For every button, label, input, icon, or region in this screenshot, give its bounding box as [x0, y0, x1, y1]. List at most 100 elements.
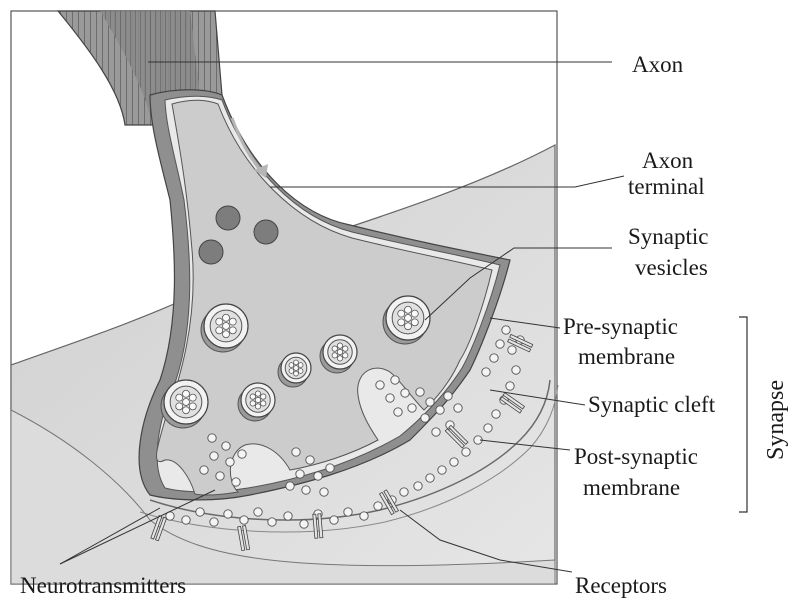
neurotransmitter	[450, 458, 458, 466]
label-pre-synaptic-1: Pre-synaptic	[563, 314, 678, 339]
neurotransmitter	[284, 512, 292, 520]
neurotransmitter	[398, 310, 405, 317]
label-synaptic-cleft: Synaptic cleft	[588, 392, 716, 417]
neurotransmitter	[210, 518, 218, 526]
neurotransmitter	[223, 323, 230, 330]
neurotransmitter	[508, 346, 516, 354]
neurotransmitter	[294, 366, 299, 371]
neurotransmitter	[326, 464, 334, 472]
neurotransmitter	[438, 466, 446, 474]
neurotransmitter	[238, 450, 246, 458]
neurotransmitter	[394, 408, 402, 416]
neurotransmitter	[176, 394, 183, 401]
label-post-synaptic-1: Post-synaptic	[574, 444, 698, 469]
neurotransmitter	[286, 482, 294, 490]
label-axon-terminal-2: terminal	[628, 174, 705, 199]
neurotransmitter	[222, 442, 230, 450]
neurotransmitter	[398, 319, 405, 326]
neurotransmitter	[189, 394, 196, 401]
neurotransmitter	[484, 424, 492, 432]
neurotransmitter	[376, 381, 384, 389]
neurotransmitter	[183, 407, 190, 414]
neurotransmitter	[268, 518, 276, 526]
neurotransmitter	[416, 388, 424, 396]
neurotransmitter	[229, 327, 236, 334]
neurotransmitter	[314, 472, 322, 480]
neurotransmitter	[374, 502, 382, 510]
neurotransmitter	[208, 434, 216, 442]
neurotransmitter	[462, 448, 470, 456]
neurotransmitter	[436, 406, 444, 414]
neurotransmitter	[255, 391, 260, 396]
neurotransmitter	[332, 353, 337, 358]
neurotransmitter	[182, 516, 190, 524]
neurotransmitter	[386, 394, 394, 402]
neurotransmitter	[226, 458, 234, 466]
neurotransmitter	[411, 310, 418, 317]
neurotransmitter	[360, 512, 368, 520]
neurotransmitter	[294, 360, 299, 365]
neurotransmitter	[490, 354, 498, 362]
neurotransmitter	[216, 472, 224, 480]
neurotransmitter	[408, 404, 416, 412]
neurotransmitter	[337, 356, 342, 361]
neurotransmitter	[306, 456, 314, 464]
label-axon: Axon	[632, 52, 684, 77]
neurotransmitter	[337, 349, 342, 354]
neurotransmitter	[298, 369, 303, 374]
neurotransmitter	[391, 376, 399, 384]
neurotransmitter	[405, 323, 412, 330]
neurotransmitter	[255, 404, 260, 409]
neurotransmitter	[506, 382, 514, 390]
neurotransmitter	[432, 428, 440, 436]
neurotransmitter	[261, 401, 266, 406]
neurotransmitter	[223, 314, 230, 321]
neurotransmitter	[223, 331, 230, 338]
neurotransmitter	[296, 470, 304, 478]
neurotransmitter	[421, 414, 429, 422]
neurotransmitter	[330, 516, 338, 524]
neurotransmitter	[337, 343, 342, 348]
neurotransmitter	[294, 371, 299, 376]
label-pre-synaptic-2: membrane	[578, 344, 675, 369]
neurotransmitter	[343, 346, 348, 351]
neurotransmitter	[298, 363, 303, 368]
neurotransmitter	[344, 508, 352, 516]
neurotransmitter	[426, 398, 434, 406]
neurotransmitter	[444, 392, 452, 400]
neurotransmitter	[332, 346, 337, 351]
neurotransmitter	[343, 353, 348, 358]
neurotransmitter	[496, 340, 504, 348]
neurotransmitter	[196, 508, 204, 516]
label-axon-terminal-1: Axon	[642, 148, 694, 173]
neurotransmitter	[414, 482, 422, 490]
label-synaptic-vesicles-1: Synaptic	[628, 224, 709, 249]
neurotransmitter	[250, 394, 255, 399]
neurotransmitter	[300, 520, 308, 528]
neurotransmitter	[224, 510, 232, 518]
neurotransmitter	[302, 486, 310, 494]
label-synapse: Synapse	[763, 380, 789, 460]
neurotransmitter	[216, 318, 223, 325]
neurotransmitter	[292, 448, 300, 456]
neurotransmitter	[454, 404, 462, 412]
neurotransmitter	[482, 368, 490, 376]
neurotransmitter	[250, 401, 255, 406]
neurotransmitter	[411, 319, 418, 326]
neurotransmitter	[405, 306, 412, 313]
label-post-synaptic-2: membrane	[583, 475, 680, 500]
neurotransmitter	[426, 474, 434, 482]
neurotransmitter	[200, 466, 208, 474]
neurotransmitter	[261, 394, 266, 399]
label-receptors: Receptors	[575, 573, 667, 598]
neurotransmitter	[210, 452, 218, 460]
neurotransmitter	[512, 366, 520, 374]
neurotransmitter	[405, 315, 412, 322]
neurotransmitter	[229, 318, 236, 325]
neurotransmitter	[255, 397, 260, 402]
label-neurotransmitters: Neurotransmitters	[20, 573, 186, 598]
neurotransmitter	[183, 399, 190, 406]
neurotransmitter	[320, 488, 328, 496]
label-synaptic-vesicles-2: vesicles	[635, 255, 708, 280]
synapse-bracket	[739, 317, 747, 512]
